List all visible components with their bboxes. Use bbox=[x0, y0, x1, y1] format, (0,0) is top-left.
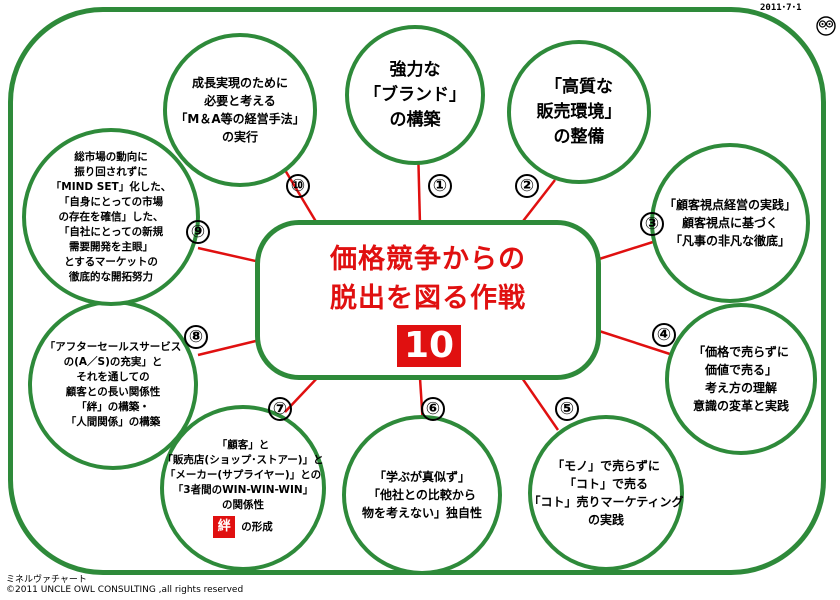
strategy-5-line: 「コト」売りマーケティング bbox=[528, 495, 684, 509]
strategy-number-3: ③ bbox=[640, 212, 664, 236]
owl-logo-icon bbox=[816, 16, 836, 36]
strategy-2-line: 販売環境」 bbox=[536, 101, 622, 122]
strategy-8-line: 「絆」の構築・ bbox=[76, 401, 150, 413]
strategy-circle-5: 「モノ」で売らずに 「コト」で売る 「コト」売りマーケティング の実践 bbox=[528, 415, 684, 571]
strategy-circle-6: 「学ぶが真似ず」 「他社との比較から 物を考えない」独自性 bbox=[342, 415, 502, 575]
kizuna-badge: 絆 bbox=[213, 516, 236, 538]
strategy-1-line: 「ブランド」 bbox=[364, 84, 466, 105]
center-theme-box: 価格競争からの 脱出を図る作戦 10 bbox=[255, 220, 601, 380]
center-title-line2: 脱出を図る作戦 bbox=[330, 283, 526, 314]
strategy-7-line: 「3者間のWIN-WIN-WIN」 bbox=[172, 484, 314, 496]
strategy-8-line: 顧客との長い関係性 bbox=[65, 386, 161, 398]
strategy-number-5: ⑤ bbox=[555, 397, 579, 421]
kizuna-row: 絆 の形成 bbox=[213, 516, 273, 538]
strategy-10-line: の実行 bbox=[221, 130, 258, 144]
strategy-number-2: ② bbox=[515, 174, 539, 198]
strategy-circle-1: 強力な 「ブランド」 の構築 bbox=[345, 25, 485, 165]
strategy-3-line: 「凡事の非凡な徹底」 bbox=[669, 234, 790, 248]
strategy-circle-2: 「高質な 販売環境」 の整備 bbox=[507, 40, 651, 184]
strategy-5-line: の実践 bbox=[587, 513, 624, 527]
header-date: 2011･7･1 bbox=[760, 3, 802, 13]
strategy-10-line: 必要と考える bbox=[204, 94, 276, 108]
strategy-9-line: 徹底的な開拓努力 bbox=[69, 270, 153, 283]
strategy-1-line: 強力な bbox=[389, 59, 441, 80]
strategy-3-line: 顧客視点に基づく bbox=[681, 216, 778, 230]
strategy-number-4: ④ bbox=[652, 323, 676, 347]
strategy-circle-9: 総市場の動向に 振り回されずに 「MIND SET」化した、 「自身にとっての市… bbox=[22, 128, 200, 306]
strategy-10-line: 「M＆A等の経営手法」 bbox=[175, 112, 305, 126]
strategy-7-line: の関係性 bbox=[222, 499, 264, 511]
strategy-8-line: 「アフターセールスサービス bbox=[44, 341, 182, 353]
strategy-8-line: それを通しての bbox=[76, 371, 150, 383]
strategy-number-8: ⑧ bbox=[184, 325, 208, 349]
strategy-9-line: 「自社にとっての新規 bbox=[58, 225, 164, 238]
strategy-number-7: ⑦ bbox=[268, 397, 292, 421]
strategy-9-line: 総市場の動向に bbox=[74, 150, 148, 163]
strategy-9-line: とするマーケットの bbox=[64, 255, 158, 268]
strategy-2-line: 「高質な bbox=[545, 76, 613, 97]
spoke-5 bbox=[518, 374, 560, 431]
kizuna-suffix: の形成 bbox=[241, 520, 273, 533]
strategy-1-line: の構築 bbox=[389, 109, 441, 130]
strategy-4-line: 価値で売る」 bbox=[704, 363, 777, 377]
strategy-9-line: 「MIND SET」化した、 bbox=[50, 180, 172, 193]
strategy-9-line: 需要開発を主眼」 bbox=[69, 240, 153, 253]
strategy-9-line: の存在を確信」した、 bbox=[58, 210, 164, 223]
strategy-6-line: 「学ぶが真似ず」 bbox=[373, 470, 470, 484]
strategy-6-line: 「他社との比較から bbox=[368, 488, 476, 502]
strategy-number-10: ⑩ bbox=[286, 174, 310, 198]
strategy-8-line: の(A／S)の充実」と bbox=[63, 356, 163, 368]
spoke-4 bbox=[595, 328, 674, 357]
strategy-circle-8: 「アフターセールスサービス の(A／S)の充実」と それを通しての 顧客との長い… bbox=[28, 300, 198, 470]
strategy-5-line: 「コト」で売る bbox=[563, 477, 648, 491]
spoke-9 bbox=[197, 246, 261, 264]
strategy-circle-4: 「価格で売らずに 価値で売る」 考え方の理解 意識の変革と実践 bbox=[665, 303, 817, 455]
strategy-number-6: ⑥ bbox=[421, 397, 445, 421]
footer-copyright: ©2011 UNCLE OWL CONSULTING ,all rights r… bbox=[6, 585, 244, 595]
strategy-circle-10: 成長実現のために 必要と考える 「M＆A等の経営手法」 の実行 bbox=[163, 33, 317, 187]
spoke-8 bbox=[197, 338, 261, 357]
strategy-4-line: 意識の変革と実践 bbox=[692, 399, 789, 413]
spoke-2 bbox=[519, 179, 556, 226]
strategy-4-line: 「価格で売らずに bbox=[693, 345, 789, 359]
strategy-8-line: 「人間関係」の構築 bbox=[65, 416, 161, 428]
center-number: 10 bbox=[397, 325, 461, 367]
strategy-7-line: 「メーカー(サプライヤー)」との bbox=[164, 469, 322, 481]
strategy-number-1: ① bbox=[428, 174, 452, 198]
center-title-line1: 価格競争からの bbox=[330, 244, 526, 275]
strategy-circle-7: 「顧客」と 「販売店(ショップ･ストアー)」と 「メーカー(サプライヤー)」との… bbox=[160, 405, 326, 571]
strategy-6-line: 物を考えない」独自性 bbox=[361, 506, 482, 520]
strategy-9-line: 振り回されずに bbox=[74, 165, 148, 178]
strategy-7-line: 「販売店(ショップ･ストアー)」と bbox=[162, 454, 324, 466]
strategy-5-line: 「モノ」で売らずに bbox=[552, 459, 660, 473]
strategy-10-line: 成長実現のために bbox=[191, 76, 288, 90]
strategy-4-line: 考え方の理解 bbox=[704, 381, 777, 395]
strategy-circle-3: 「顧客視点経営の実践」 顧客視点に基づく 「凡事の非凡な徹底」 bbox=[650, 143, 810, 303]
strategy-2-line: の整備 bbox=[553, 126, 605, 147]
strategy-3-line: 「顧客視点経営の実践」 bbox=[663, 198, 796, 212]
strategy-7-line: 「顧客」と bbox=[216, 439, 270, 451]
strategy-number-9: ⑨ bbox=[186, 220, 210, 244]
footer-chart-label: ミネルヴァチャート bbox=[6, 575, 87, 585]
strategy-9-line: 「自身にとっての市場 bbox=[58, 195, 164, 208]
